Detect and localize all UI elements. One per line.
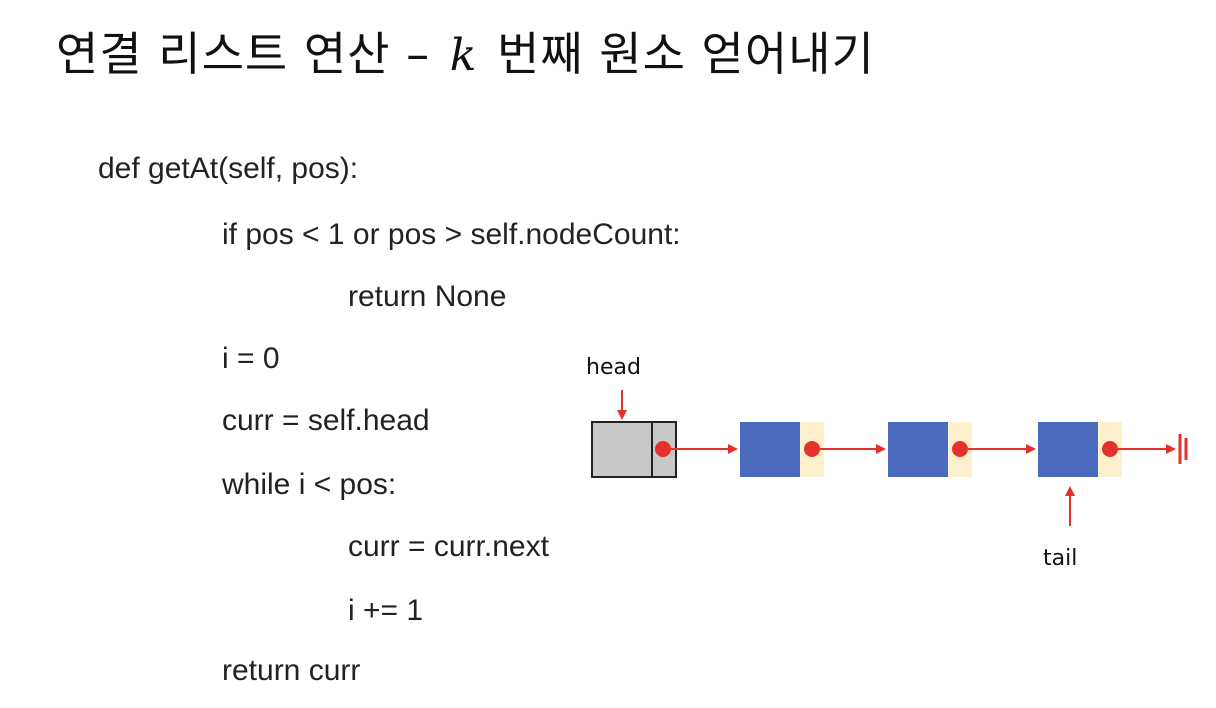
code-line-curr-next: curr = curr.next bbox=[348, 530, 549, 563]
list-node-1 bbox=[740, 422, 824, 477]
code-line-while: while i < pos: bbox=[222, 468, 397, 501]
slide-title: 연결 리스트 연산 – k 번째 원소 얻어내기 bbox=[56, 18, 875, 84]
node-3-data bbox=[1038, 422, 1098, 477]
node-2-data bbox=[888, 422, 948, 477]
head-node-link-dot bbox=[655, 441, 671, 457]
title-text-after: 번째 원소 얻어내기 bbox=[481, 27, 875, 81]
head-label: head bbox=[586, 355, 641, 380]
tail-label: tail bbox=[1043, 546, 1077, 571]
code-line-if: if pos < 1 or pos > self.nodeCount: bbox=[222, 218, 681, 251]
node-1-link-dot bbox=[804, 441, 820, 457]
linked-list-diagram: head tail bbox=[586, 355, 1188, 571]
code-line-return-curr: return curr bbox=[222, 654, 361, 687]
code-line-def: def getAt(self, pos): bbox=[98, 152, 359, 185]
node-3-link-dot bbox=[1102, 441, 1118, 457]
list-node-2 bbox=[888, 422, 972, 477]
head-node bbox=[591, 421, 677, 478]
code-line-init-i: i = 0 bbox=[222, 342, 280, 375]
node-1-data bbox=[740, 422, 800, 477]
code-line-increment: i += 1 bbox=[348, 594, 424, 627]
null-terminator-icon bbox=[1178, 434, 1188, 464]
code-line-curr-head: curr = self.head bbox=[222, 404, 430, 437]
title-text-before: 연결 리스트 연산 – bbox=[56, 27, 446, 81]
title-variable-k: k bbox=[449, 30, 478, 81]
code-line-return-none: return None bbox=[348, 280, 507, 313]
node-2-link-dot bbox=[952, 441, 968, 457]
list-node-3 bbox=[1038, 422, 1122, 477]
